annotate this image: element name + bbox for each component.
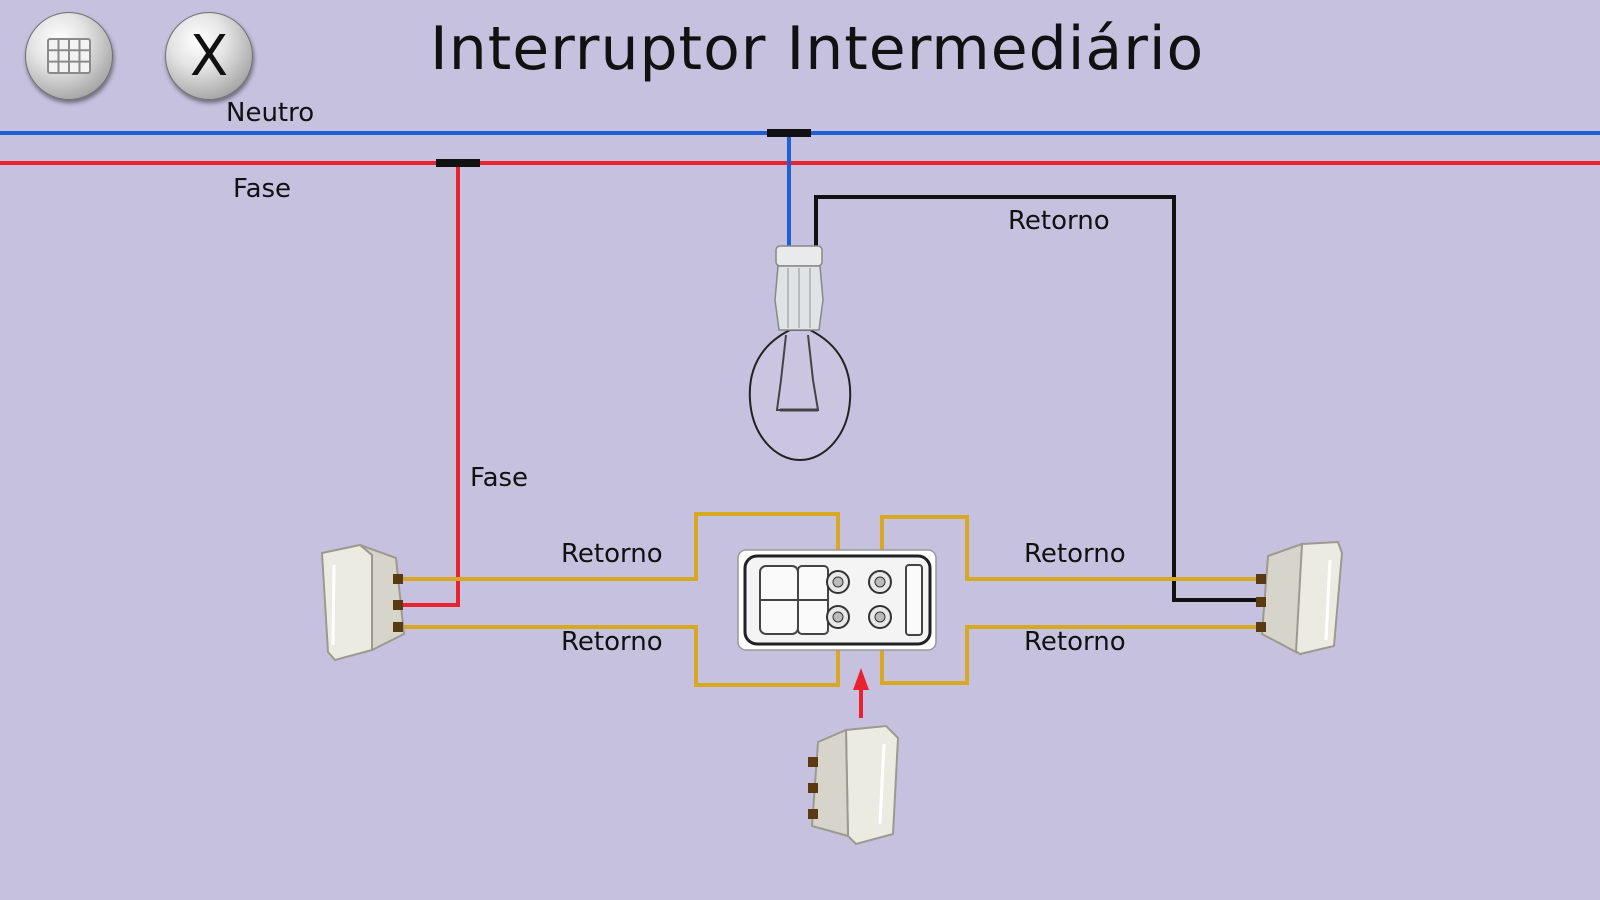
label-retorno-left-bottom: Retorno <box>561 627 663 657</box>
red-arrow-indicator <box>853 668 869 718</box>
label-fase-drop: Fase <box>470 463 529 493</box>
label-retorno-right-bottom: Retorno <box>1024 627 1126 657</box>
lamp-bulb <box>748 245 852 462</box>
label-retorno-right-top: Retorno <box>1024 539 1126 569</box>
neutro-splice <box>767 129 811 137</box>
close-x-icon: X <box>190 24 228 89</box>
traveler-wires-right <box>880 515 1258 685</box>
retorno-lamp-wire <box>814 195 1258 602</box>
fase-splice <box>436 159 480 167</box>
close-button[interactable]: X <box>165 12 253 100</box>
page-title: Interruptor Intermediário <box>430 14 1205 84</box>
label-retorno-left-top: Retorno <box>561 539 663 569</box>
grid-icon <box>47 38 91 74</box>
intermediate-switch-module <box>737 549 937 651</box>
fase-switch-wire <box>402 167 460 607</box>
three-way-switch-left <box>320 543 406 662</box>
svg-text:X: X <box>190 24 228 89</box>
label-fase-bus: Fase <box>233 174 292 204</box>
traveler-wires-left <box>402 512 840 687</box>
menu-button[interactable] <box>25 12 113 100</box>
three-way-switch-right <box>1256 540 1344 656</box>
label-neutro: Neutro <box>226 98 315 128</box>
label-retorno-lamp: Retorno <box>1008 206 1110 236</box>
intermediate-switch-loose <box>808 724 900 846</box>
